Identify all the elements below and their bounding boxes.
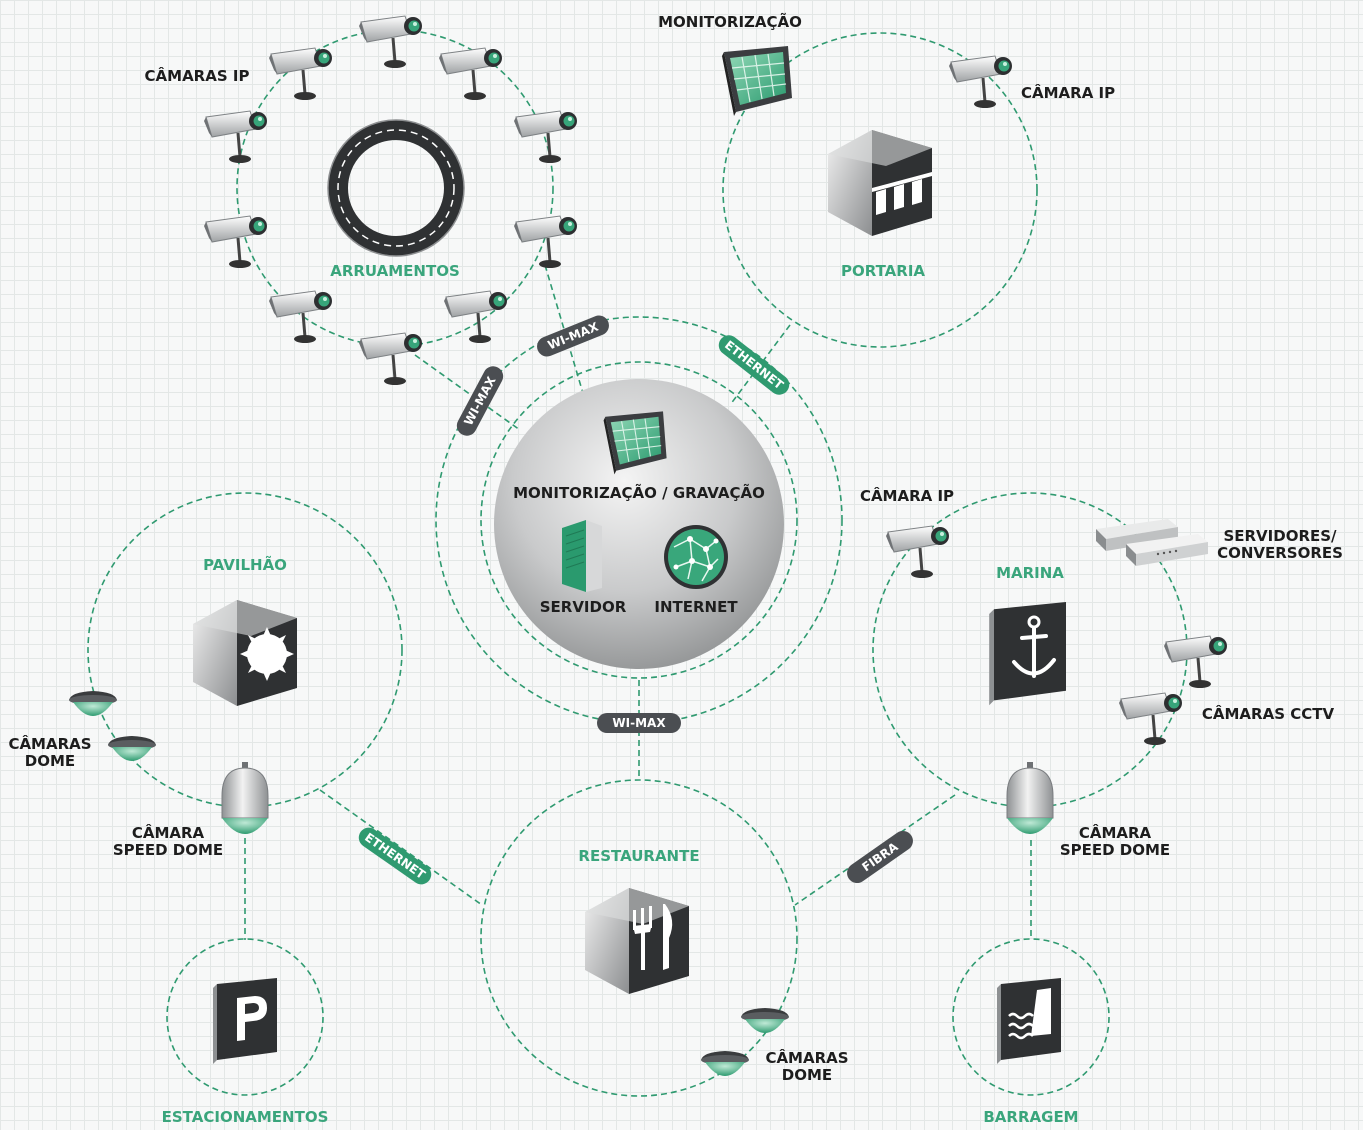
portaria-monitor-label: MONITORIZAÇÃO [658, 12, 802, 31]
pavilhao-dome-label-1: CÂMARAS [8, 734, 91, 753]
dome-camera-icon [69, 691, 117, 716]
dome-camera-icon [701, 1051, 749, 1076]
globe-network-icon [664, 525, 728, 589]
marina-speed-label-2: SPEED DOME [1060, 841, 1170, 859]
ip-camera-icon [437, 46, 504, 102]
portaria-ring [722, 32, 1038, 348]
barragem-ring [952, 938, 1110, 1096]
link-wimax-top: WI-MAX [537, 315, 609, 357]
pavilhao-label: PAVILHÃO [203, 555, 287, 574]
marina-cctv-label: CÂMARAS CCTV [1202, 704, 1335, 723]
central-hub [494, 379, 784, 669]
ip-camera-icon [202, 109, 269, 165]
gatehouse-icon [828, 130, 932, 236]
ip-camera-icon [1117, 691, 1184, 747]
link-ethernet-top: ETHERNET [718, 335, 790, 395]
ip-camera-icon [202, 214, 269, 270]
estacionamentos-label: ESTACIONAMENTOS [162, 1108, 329, 1126]
arruamentos-cameras [202, 14, 579, 387]
marina-speed-label-1: CÂMARA [1079, 823, 1152, 842]
ip-camera-icon [442, 289, 509, 345]
svg-text:ETHERNET: ETHERNET [722, 338, 787, 393]
marina-servers-label-2: CONVERSORES [1217, 544, 1343, 562]
ip-camera-icon [267, 46, 334, 102]
link-ethernet-bottom: ETHERNET [358, 827, 432, 885]
link-fibra: FIBRA [847, 830, 913, 884]
portaria-camera-label: CÂMARA IP [1021, 83, 1115, 102]
arruamentos-label: ARRUAMENTOS [330, 262, 460, 280]
anchor-icon [989, 602, 1066, 706]
ip-camera-icon [512, 214, 579, 270]
marina-label: MARINA [996, 564, 1064, 582]
media-converter-icon [1096, 519, 1208, 566]
svg-text:WI-MAX: WI-MAX [612, 716, 666, 730]
pavilhao-dome-label-2: DOME [25, 752, 75, 770]
ip-camera-icon [357, 331, 424, 387]
pavilhao-speed-label-1: CÂMARA [132, 823, 205, 842]
road-ring-icon [327, 119, 465, 257]
ip-camera-icon [1162, 634, 1229, 690]
restaurante-dome-label-1: CÂMARAS [765, 1048, 848, 1067]
marina-camera-label: CÂMARA IP [860, 486, 954, 505]
ip-camera-icon [267, 289, 334, 345]
restaurant-icon [585, 888, 689, 994]
restaurante-label: RESTAURANTE [578, 847, 699, 865]
pavilhao-speed-label-2: SPEED DOME [113, 841, 223, 859]
link-wimax-bottom: WI-MAX [597, 713, 681, 733]
restaurante-dome-label-2: DOME [782, 1066, 832, 1084]
monitor-icon [721, 45, 793, 117]
portaria-label: PORTARIA [841, 262, 925, 280]
server-icon [562, 520, 602, 592]
ip-camera-icon [512, 109, 579, 165]
speed-dome-icon [221, 761, 269, 835]
speed-dome-icon [1006, 761, 1054, 835]
ip-camera-icon [947, 54, 1014, 110]
restaurante-ring [480, 779, 798, 1097]
internet-label: INTERNET [654, 598, 738, 616]
arruamentos-cameras-label: CÂMARAS IP [145, 66, 250, 85]
dam-icon [997, 978, 1061, 1064]
link-wimax-top-left: WI-MAX [456, 366, 504, 436]
central-inner-ring [480, 361, 798, 679]
ip-camera-icon [884, 524, 951, 580]
dome-camera-icon [741, 1008, 789, 1033]
pavilhao-ring [87, 492, 403, 808]
pavilion-icon [193, 600, 297, 706]
ip-camera-icon [357, 14, 424, 70]
dome-camera-icon [108, 736, 156, 761]
parking-icon [213, 978, 277, 1064]
estacionamentos-ring [166, 938, 324, 1096]
central-monitor-label: MONITORIZAÇÃO / GRAVAÇÃO [513, 483, 765, 502]
marina-servers-label-1: SERVIDORES/ [1223, 527, 1337, 545]
svg-text:ETHERNET: ETHERNET [362, 830, 428, 882]
central-outer-ring [435, 316, 843, 724]
barragem-label: BARRAGEM [983, 1108, 1078, 1126]
server-label: SERVIDOR [540, 598, 627, 616]
